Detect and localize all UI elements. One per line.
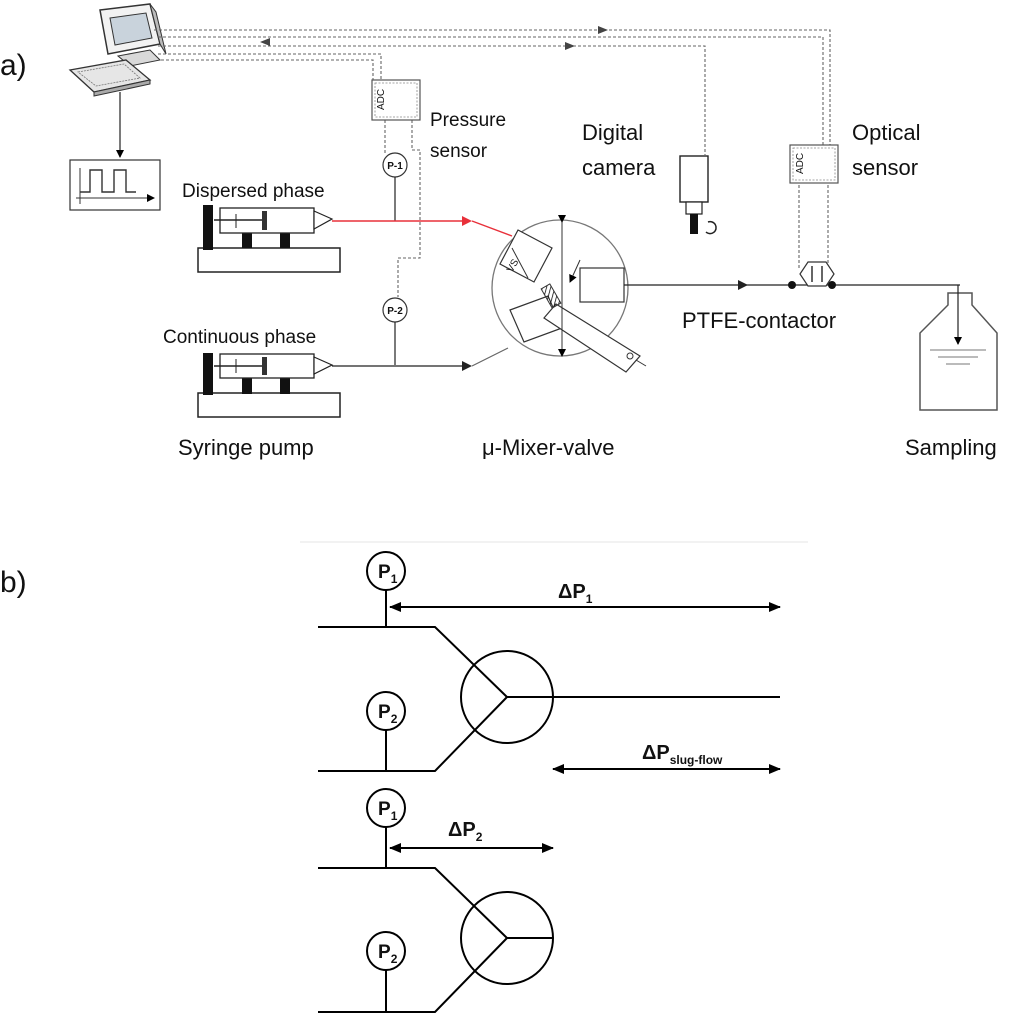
- optical-sensor-element: [799, 261, 835, 287]
- pressure-adc-box: ADC: [371, 79, 421, 121]
- upper-schematic: P1 P2 ΔP1 ΔPslug-flow: [318, 551, 781, 774]
- dispersed-inlet-line: [471, 220, 513, 237]
- computer-icon: [68, 3, 167, 97]
- dispersed-flow-arrow: [462, 216, 472, 226]
- pressure-sensor-label-line2: sensor: [430, 141, 488, 162]
- lower-inlet-bottom: [318, 937, 508, 1013]
- lower-inlet-top: [318, 867, 508, 939]
- panel-a-letter: a): [0, 49, 27, 82]
- contactor-node-left: [788, 281, 796, 289]
- lower-p2-label: P2: [378, 942, 398, 966]
- digital-camera-icon: [679, 155, 717, 235]
- optical-sensor-label-line2: sensor: [852, 155, 918, 180]
- sampling-bottle-icon: [919, 285, 998, 411]
- optical-signal-line: [154, 29, 831, 160]
- pressure-gauge-p2: P-2: [382, 297, 408, 323]
- syringe-pump-continuous: [197, 353, 341, 418]
- adc-signal-line-2: [161, 59, 374, 80]
- camera-signal-line: [158, 45, 706, 155]
- sampling-label: Sampling: [905, 435, 997, 460]
- upper-p2-label: P2: [378, 702, 398, 726]
- optical-adc-box: ADC: [789, 144, 839, 184]
- outlet-flow-arrow: [738, 280, 748, 290]
- digital-camera-label-line2: camera: [582, 155, 656, 180]
- mixer-valve: VS: [491, 215, 647, 373]
- panel-b: b) P1 P2 ΔP1 ΔPslug-flow P1: [0, 541, 808, 1013]
- ptfe-contactor-label: PTFE-contactor: [682, 308, 836, 333]
- panel-a: a): [0, 3, 998, 460]
- adc-label: ADC: [795, 153, 806, 174]
- optical-sensor-label-line1: Optical: [852, 120, 920, 145]
- upper-inlet-top: [318, 626, 508, 698]
- oscilloscope-icon: [69, 159, 161, 211]
- dp2-label: ΔP2: [448, 819, 483, 844]
- continuous-phase-label: Continuous phase: [163, 327, 316, 348]
- signal-lines: [154, 26, 831, 297]
- contactor-node-right: [828, 281, 836, 289]
- dp-slug-flow-label: ΔPslug-flow: [642, 742, 723, 767]
- mixer-valve-label: μ-Mixer-valve: [482, 435, 614, 460]
- digital-camera-label-line1: Digital: [582, 120, 643, 145]
- adc-signal-line: [158, 53, 382, 80]
- pressure-gauge-p1: P-1: [382, 152, 408, 178]
- upper-p1-label: P1: [378, 562, 398, 586]
- lower-schematic: P1 P2 ΔP2: [318, 788, 554, 1013]
- p2-gauge-label: P-2: [387, 306, 403, 317]
- optical-signal-line-2: [158, 36, 824, 148]
- adc-label: ADC: [376, 89, 387, 110]
- continuous-flow-arrow: [462, 361, 472, 371]
- upper-inlet-bottom: [318, 696, 508, 772]
- adc-to-p2-line: [397, 120, 421, 297]
- p1-gauge-label: P-1: [387, 161, 403, 172]
- dispersed-phase-label: Dispersed phase: [182, 181, 325, 202]
- pressure-sensor-label-line1: Pressure: [430, 110, 506, 131]
- dp1-label: ΔP1: [558, 581, 593, 606]
- lower-p1-label: P1: [378, 799, 398, 823]
- panel-b-letter: b): [0, 566, 27, 599]
- syringe-pump-dispersed: [197, 205, 341, 273]
- syringe-pump-label: Syringe pump: [178, 435, 314, 460]
- continuous-inlet-line: [471, 347, 509, 367]
